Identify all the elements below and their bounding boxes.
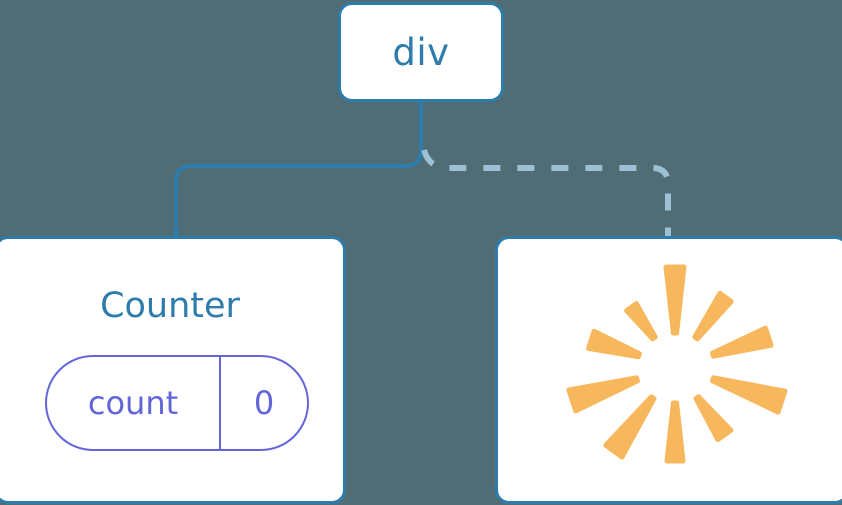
burst-ray-7 [603, 394, 657, 460]
burst-ray-3 [710, 325, 774, 359]
burst-ray-5 [693, 394, 734, 443]
edge-root-to-counter [174, 100, 423, 240]
burst-ray-9 [586, 328, 642, 360]
burst-ray-2 [692, 290, 734, 342]
node-counter-title: Counter [100, 286, 240, 326]
node-counter[interactable]: Counter count 0 [0, 236, 346, 504]
node-rerender[interactable] [495, 236, 842, 504]
render-burst-svg [566, 264, 788, 464]
burst-ray-1 [663, 264, 687, 336]
node-div[interactable]: div [338, 2, 504, 102]
edge-root-to-burst [421, 149, 671, 238]
render-burst-icon [498, 239, 842, 501]
burst-ray-6 [664, 400, 686, 464]
burst-ray-4 [710, 375, 788, 415]
node-div-label: div [392, 30, 450, 74]
counter-prop-value: 0 [253, 384, 275, 422]
counter-prop-pill[interactable]: count 0 [45, 355, 309, 451]
burst-ray-8 [566, 375, 640, 414]
burst-ray-10 [624, 301, 658, 342]
counter-prop-key: count [47, 357, 221, 449]
